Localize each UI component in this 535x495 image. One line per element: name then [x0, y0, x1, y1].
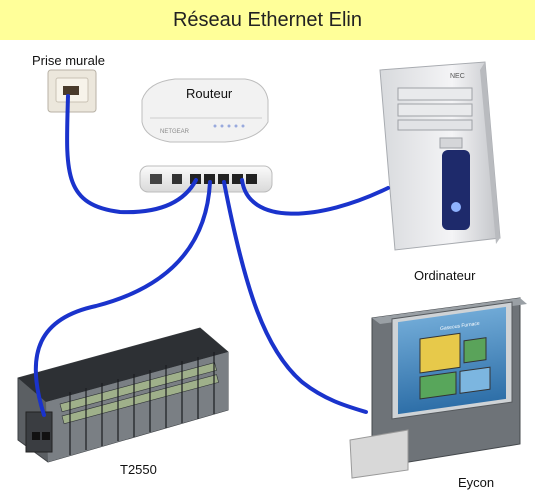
cable-switch-to-eycon — [222, 180, 368, 414]
label-eycon: Eycon — [458, 475, 495, 490]
router-top-unit: NETGEAR — [141, 78, 269, 143]
label-t2550: T2550 — [120, 462, 157, 477]
eycon-panel: Gaseous Furnace — [349, 297, 527, 479]
label-router: Routeur — [186, 86, 233, 101]
ethernet-switch — [139, 165, 273, 193]
computer-brand: NEC — [450, 73, 465, 80]
label-wall-socket: Prise murale — [32, 53, 105, 68]
computer-tower: NEC — [379, 61, 501, 251]
router-brand: NETGEAR — [160, 129, 190, 135]
ethernet-cables — [33, 94, 390, 417]
diagram-title-banner: Réseau Ethernet Elin — [0, 0, 535, 40]
cable-wall-to-switch — [65, 94, 198, 215]
diagram-title: Réseau Ethernet Elin — [172, 8, 362, 31]
wall-socket — [47, 69, 97, 113]
cable-switch-to-t2550 — [33, 180, 212, 417]
label-computer: Ordinateur — [414, 268, 476, 283]
cable-switch-to-computer — [240, 178, 390, 216]
eycon-screen-title: Gaseous Furnace — [440, 321, 480, 333]
t2550-controller — [17, 327, 229, 463]
